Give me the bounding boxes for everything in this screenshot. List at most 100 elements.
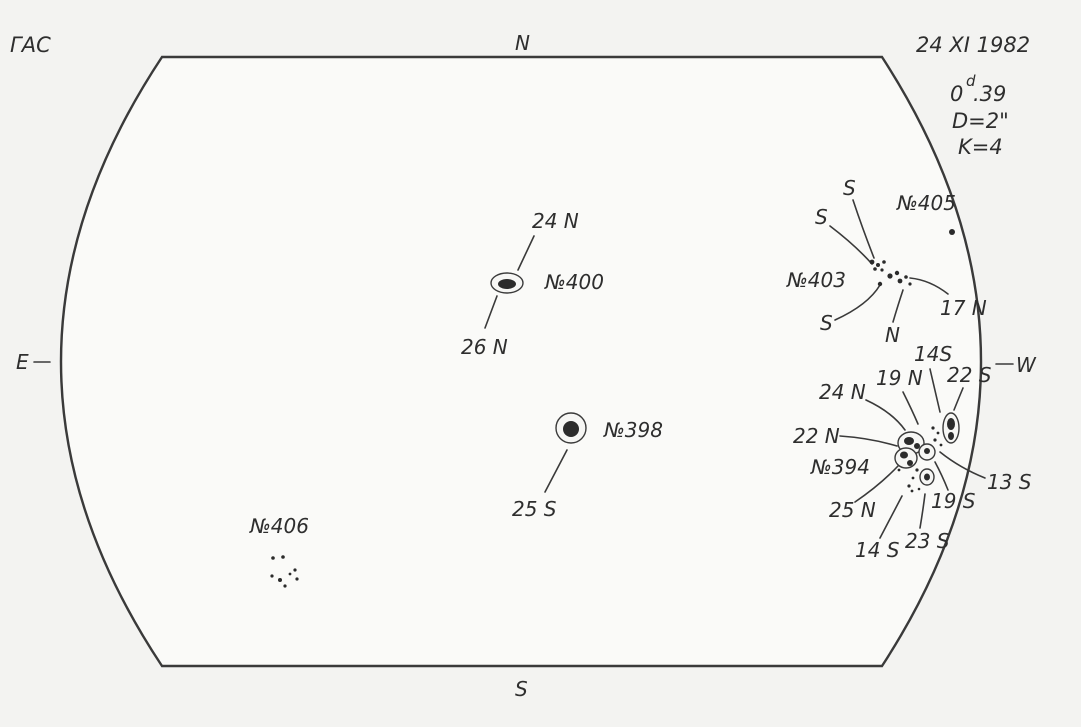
group-400-lat-top: 24 N xyxy=(532,209,579,233)
group-403-spot xyxy=(897,278,903,284)
group-394-umbra xyxy=(948,432,954,440)
group-394-leader-19s xyxy=(934,461,949,491)
group-400-name: №400 xyxy=(544,270,604,294)
group-398-lat: 25 S xyxy=(512,497,557,521)
group-394-umbra xyxy=(907,460,913,466)
group-394-umbra xyxy=(924,448,930,454)
group-406-spot xyxy=(278,578,282,582)
group-394-leader-25n xyxy=(854,465,899,503)
group-394-umbra xyxy=(900,451,908,459)
group-394-pore xyxy=(936,431,940,435)
group-398: №398 25 S xyxy=(512,412,663,521)
group-403-leader-lat xyxy=(909,277,949,295)
group-394-lat-19n: 19 N xyxy=(876,366,923,390)
group-398-name: №398 xyxy=(603,418,663,442)
group-394-lat-22n: 22 N xyxy=(793,424,840,448)
group-394-pore xyxy=(911,476,915,480)
group-394-leader-14s-bottom xyxy=(879,495,903,539)
group-394-lat-25n: 25 N xyxy=(829,498,876,522)
group-400: 24 N №400 26 N xyxy=(461,209,604,359)
group-403-spot xyxy=(876,263,880,267)
group-394-lat-13s: 13 S xyxy=(987,470,1032,494)
group-394-lat-24n: 24 N xyxy=(819,380,866,404)
group-403-leader-s1 xyxy=(852,199,875,259)
group-398-umbra xyxy=(563,421,579,437)
group-406-spot xyxy=(288,572,292,576)
south-label: S xyxy=(515,677,528,701)
group-403-name: №403 xyxy=(786,268,846,292)
group-405-name: №405 xyxy=(896,191,956,215)
group-394-leader-19n xyxy=(902,391,919,425)
group-394-pore xyxy=(939,443,943,447)
group-406-spot xyxy=(281,555,285,559)
group-403-polarity-s1: S xyxy=(843,176,856,200)
group-394-leader-22s xyxy=(953,387,964,411)
group-400-lat-bottom: 26 N xyxy=(461,335,508,359)
group-403-spot xyxy=(877,281,883,287)
group-400-umbra xyxy=(498,279,516,289)
group-405: №405 xyxy=(896,191,956,235)
observatory-label: ГАС xyxy=(10,33,51,57)
group-398-leader xyxy=(544,449,568,493)
observation-time-main: 0 xyxy=(950,82,963,106)
west-label: W xyxy=(1016,353,1037,377)
group-394-leader-23s xyxy=(919,493,926,529)
group-394-leader-14s-top xyxy=(929,368,941,413)
group-394-leader-22n xyxy=(839,435,898,447)
group-403-spot xyxy=(894,270,900,276)
group-406-spot xyxy=(295,577,299,581)
group-403-leader-s2 xyxy=(829,225,873,265)
group-406-spot xyxy=(270,574,274,578)
group-394: 14S 22 S 19 N 24 N 22 N №394 13 S 19 S 2… xyxy=(793,342,1032,562)
group-403: S S №403 S N 17 N xyxy=(786,176,987,347)
solar-disk-outline xyxy=(59,55,983,668)
east-label: E xyxy=(16,350,29,374)
group-394-pore xyxy=(933,438,937,442)
group-394-umbra xyxy=(924,473,930,481)
group-394-leader-24n xyxy=(865,399,906,431)
group-394-pore xyxy=(917,487,921,491)
group-403-leader-s3 xyxy=(834,284,881,321)
group-403-polarity-s2: S xyxy=(815,205,828,229)
group-406-spot xyxy=(293,568,297,572)
group-394-lat-14s-bottom: 14 S xyxy=(855,538,900,562)
group-403-spot xyxy=(873,267,877,271)
north-label: N xyxy=(515,31,530,55)
group-403-spot xyxy=(882,260,886,264)
group-394-lat-22s: 22 S xyxy=(947,363,992,387)
group-394-pore xyxy=(931,426,935,430)
seeing-diameter: D=2" xyxy=(952,109,1009,133)
group-400-leader-top xyxy=(517,235,535,271)
group-394-leader-13s xyxy=(939,451,986,479)
group-403-leader-n xyxy=(892,289,904,323)
group-394-name: №394 xyxy=(810,455,870,479)
group-406-name: №406 xyxy=(249,514,309,538)
group-394-lat-19s: 19 S xyxy=(931,489,976,513)
group-394-umbra xyxy=(904,437,914,445)
k-value: K=4 xyxy=(958,135,1003,159)
observation-time-sup: d xyxy=(966,72,976,90)
group-406-spot xyxy=(271,556,275,560)
group-403-polarity-s3: S xyxy=(820,311,833,335)
group-394-umbra xyxy=(947,418,955,430)
group-403-spot xyxy=(880,268,884,272)
group-394-umbra xyxy=(914,443,920,449)
group-406-spot xyxy=(283,584,287,588)
group-403-spot xyxy=(887,273,893,279)
group-394-pore xyxy=(897,468,901,472)
group-403-lat: 17 N xyxy=(940,296,987,320)
group-403-polarity-n: N xyxy=(885,323,900,347)
observation-date: 24 XI 1982 xyxy=(916,33,1030,57)
group-394-pore xyxy=(907,484,911,488)
group-394-pore xyxy=(910,489,914,493)
group-405-spot xyxy=(949,229,955,235)
observation-time-frac: .39 xyxy=(973,82,1006,106)
group-400-leader-bottom xyxy=(484,295,498,329)
group-403-spot xyxy=(908,282,912,286)
group-394-pore xyxy=(915,468,919,472)
group-394-lat-23s: 23 S xyxy=(905,529,950,553)
group-403-spot xyxy=(869,259,875,265)
group-406: №406 xyxy=(249,514,309,588)
group-394-lat-14s-top: 14S xyxy=(914,342,952,366)
